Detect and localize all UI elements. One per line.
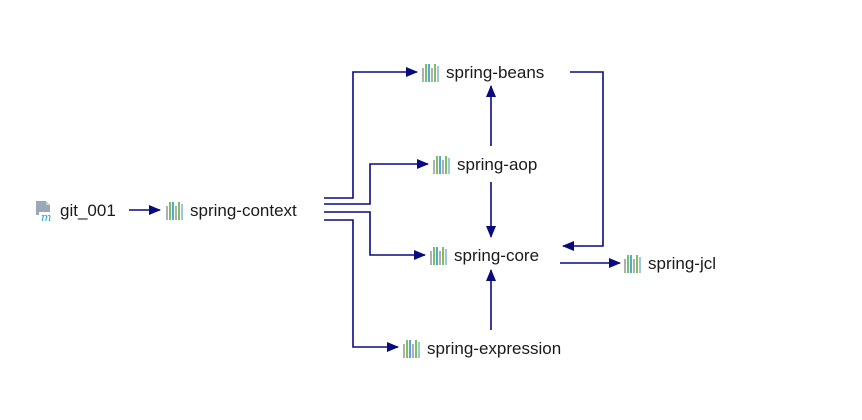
jar-library-icon xyxy=(432,156,452,174)
maven-module-icon: m xyxy=(35,200,55,224)
jar-bar xyxy=(437,66,439,82)
jar-bar xyxy=(403,344,405,358)
jar-bar xyxy=(428,64,430,82)
jar-bar xyxy=(178,202,180,220)
node-spring-context[interactable]: spring-context xyxy=(165,200,297,222)
jar-bar xyxy=(433,247,435,265)
jar-bar xyxy=(442,160,444,174)
jar-bar xyxy=(436,156,438,174)
node-label: spring-beans xyxy=(446,63,545,82)
jar-library-icon xyxy=(402,340,422,358)
node-label: spring-context xyxy=(190,201,297,220)
jar-bar xyxy=(409,340,411,358)
jar-bar xyxy=(175,206,177,220)
node-label: git_001 xyxy=(60,201,116,220)
edge-spring-context-to-spring-aop xyxy=(324,159,429,205)
edge-spring-context-to-spring-beans xyxy=(324,67,418,199)
jar-bar xyxy=(169,202,171,220)
svg-text:m: m xyxy=(41,211,51,222)
jar-bar xyxy=(425,64,427,82)
edge-spring-context-to-spring-core xyxy=(324,211,426,260)
jar-bar xyxy=(639,257,641,273)
jar-bar xyxy=(439,156,441,174)
jar-bar xyxy=(442,247,444,265)
node-spring-beans[interactable]: spring-beans xyxy=(421,62,544,84)
node-label: spring-core xyxy=(454,246,540,265)
jar-bar xyxy=(415,340,417,358)
node-label: spring-jcl xyxy=(648,254,717,273)
jar-bar xyxy=(445,156,447,174)
node-spring-jcl[interactable]: spring-jcl xyxy=(623,253,716,275)
jar-bar xyxy=(172,202,174,220)
jar-bar xyxy=(624,259,626,273)
jar-bar xyxy=(627,255,629,273)
node-spring-core[interactable]: spring-core xyxy=(429,245,539,267)
jar-bar xyxy=(422,68,424,82)
edge-spring-beans-to-spring-core xyxy=(562,71,604,251)
jar-bar xyxy=(434,64,436,82)
jar-bar xyxy=(433,160,435,174)
jar-bar xyxy=(448,158,450,174)
jar-bar xyxy=(630,255,632,273)
jar-bar xyxy=(406,340,408,358)
jar-library-icon xyxy=(623,255,643,273)
jar-bar xyxy=(636,255,638,273)
edge-spring-context-to-spring-expression xyxy=(324,219,399,352)
jar-bar xyxy=(431,68,433,82)
jar-bar xyxy=(439,251,441,265)
jar-bar xyxy=(166,206,168,220)
node-label: spring-aop xyxy=(457,155,538,174)
jar-bar xyxy=(436,247,438,265)
jar-library-icon xyxy=(421,64,441,82)
jar-library-icon xyxy=(165,202,185,220)
jar-bar xyxy=(633,259,635,273)
node-label: spring-expression xyxy=(427,339,562,358)
jar-bar xyxy=(430,251,432,265)
node-git-001[interactable]: m git_001 xyxy=(35,200,116,224)
jar-bar xyxy=(412,344,414,358)
jar-library-icon xyxy=(429,247,449,265)
node-spring-expression[interactable]: spring-expression xyxy=(402,338,561,360)
node-spring-aop[interactable]: spring-aop xyxy=(432,154,537,176)
jar-bar xyxy=(445,249,447,265)
jar-bar xyxy=(418,342,420,358)
jar-bar xyxy=(181,204,183,220)
